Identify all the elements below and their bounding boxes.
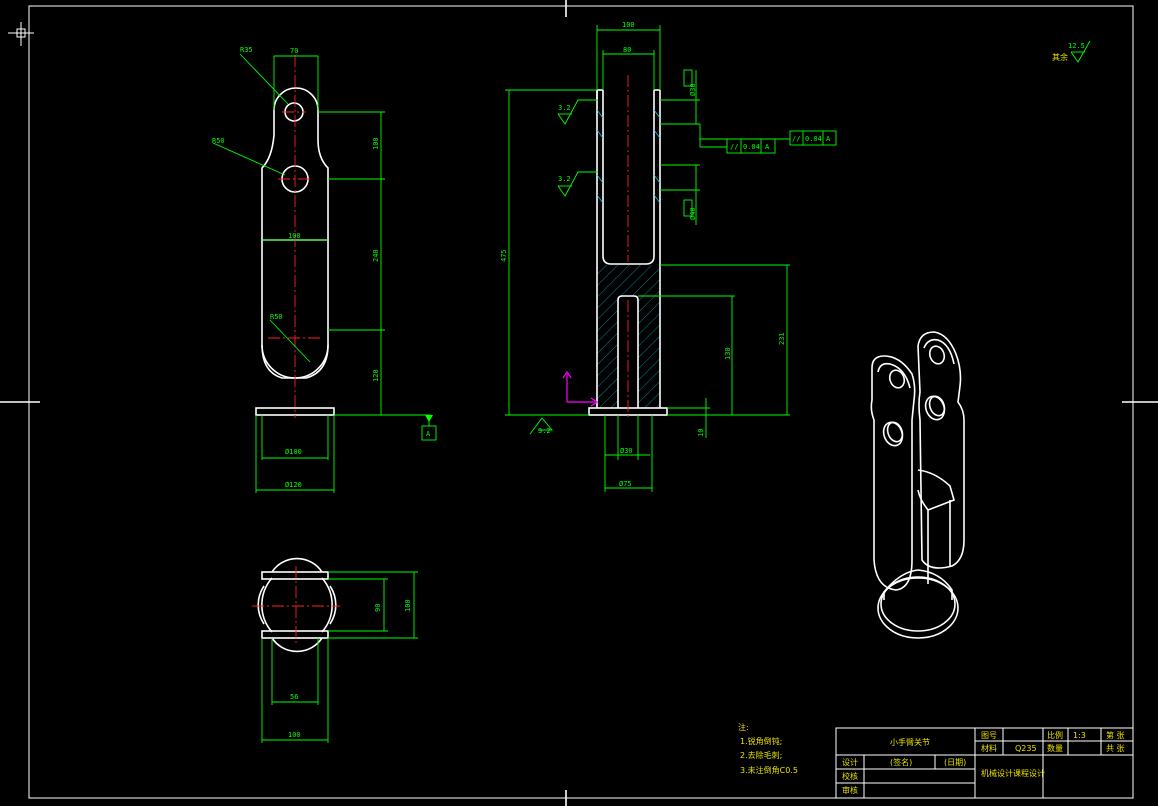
tolerance-1-datum: A xyxy=(765,143,770,151)
tolerance-2-value: 0.04 xyxy=(805,135,822,143)
isometric-view xyxy=(870,331,965,639)
notes-heading: 注: xyxy=(738,722,749,732)
notes-line-3: 3.未注倒角C0.5 xyxy=(740,765,798,775)
title-scale-value: 1:3 xyxy=(1073,731,1086,740)
notes-line-1: 1.锐角倒钝; xyxy=(740,736,782,746)
roughness-symbol-1: 3.2 xyxy=(557,99,598,125)
dim-90: 90 xyxy=(374,604,382,612)
dim-r35: R35 xyxy=(240,46,253,54)
title-material-label: 材料 xyxy=(981,743,997,753)
title-material-value: Q235 xyxy=(1015,744,1037,753)
roughness-value-1: 3.2 xyxy=(558,104,571,112)
title-name-placeholder: (签名) xyxy=(890,757,912,767)
dim-d100: Ø100 xyxy=(285,448,302,456)
dim-sec-80: 80 xyxy=(623,46,631,54)
dim-120: 120 xyxy=(372,369,380,382)
front-view-dimensions: R35 70 R50 100 R50 100 240 120 Ø100 Ø120… xyxy=(212,46,437,493)
crosshair-cursor-icon xyxy=(8,22,34,46)
dim-100-width: 100 xyxy=(288,232,301,240)
title-checker-label: 校核 xyxy=(842,771,858,781)
title-date-placeholder: (日期) xyxy=(944,758,966,767)
title-designer-label: 设计 xyxy=(842,757,858,767)
roughness-global-value: 12.5 xyxy=(1068,42,1085,50)
dim-sec-100: 100 xyxy=(622,21,635,29)
title-drawing-no-label: 图号 xyxy=(981,731,997,740)
title-reviewer-label: 审核 xyxy=(842,785,858,795)
tolerance-1-value: 0.04 xyxy=(743,143,760,151)
dim-sec-231: 231 xyxy=(778,332,786,345)
section-view xyxy=(562,75,668,420)
tolerance-2-datum: A xyxy=(826,135,831,143)
datum-a-label: A xyxy=(426,430,431,438)
dim-r50-lower: R50 xyxy=(270,313,283,321)
title-scale-label: 比例 xyxy=(1047,730,1063,740)
plan-view xyxy=(252,557,340,653)
dim-plan-100-horizontal: 100 xyxy=(288,731,301,739)
dim-sec-10: 10 xyxy=(697,429,705,437)
notes-line-2: 2.去除毛刺; xyxy=(740,750,782,760)
dim-sec-d40: Ø40 xyxy=(689,207,697,220)
dim-56: 56 xyxy=(290,693,298,701)
tolerance-frame-1: // 0.04 A xyxy=(699,124,776,154)
dim-sec-d30b: Ø30 xyxy=(620,447,633,455)
roughness-symbol-3: 3.2 xyxy=(529,417,553,435)
roughness-global: 12.5 其余 xyxy=(1052,40,1091,63)
dim-r50: R50 xyxy=(212,137,225,145)
roughness-symbol-2: 3.2 xyxy=(557,171,598,197)
title-block: 小手臂关节 图号 比例 1:3 第 张 材料 Q235 数量 共 张 设计 (签… xyxy=(835,727,1134,799)
svg-text://: // xyxy=(730,143,738,151)
title-total-label: 共 张 xyxy=(1106,744,1125,753)
section-view-dimensions: 100 80 475 Ø30 Ø40 130 231 10 Ø30 Ø75 xyxy=(500,21,790,492)
roughness-global-label: 其余 xyxy=(1052,52,1068,62)
plan-view-dimensions: 56 90 100 100 xyxy=(261,571,418,743)
title-sheet-label: 第 张 xyxy=(1106,730,1125,740)
title-part-name: 小手臂关节 xyxy=(890,737,930,747)
tolerance-frame-2: // 0.04 A xyxy=(700,130,837,146)
dim-sec-d30: Ø30 xyxy=(689,83,697,96)
dim-d120: Ø120 xyxy=(285,481,302,489)
dim-sec-d75: Ø75 xyxy=(619,480,632,488)
dim-100-vertical: 100 xyxy=(372,137,380,150)
technical-notes: 注: 1.锐角倒钝; 2.去除毛刺; 3.未注倒角C0.5 xyxy=(738,722,798,775)
svg-text://: // xyxy=(792,135,800,143)
dim-70: 70 xyxy=(290,47,298,55)
dim-sec-475: 475 xyxy=(500,249,508,262)
dim-sec-130: 130 xyxy=(724,347,732,360)
roughness-value-2: 3.2 xyxy=(558,175,571,183)
roughness-value-3: 3.2 xyxy=(538,427,551,435)
title-school: 机械设计课程设计 xyxy=(981,768,1045,778)
dim-240: 240 xyxy=(372,249,380,262)
title-quantity-label: 数量 xyxy=(1047,743,1063,753)
dim-plan-100-vertical: 100 xyxy=(404,599,412,612)
